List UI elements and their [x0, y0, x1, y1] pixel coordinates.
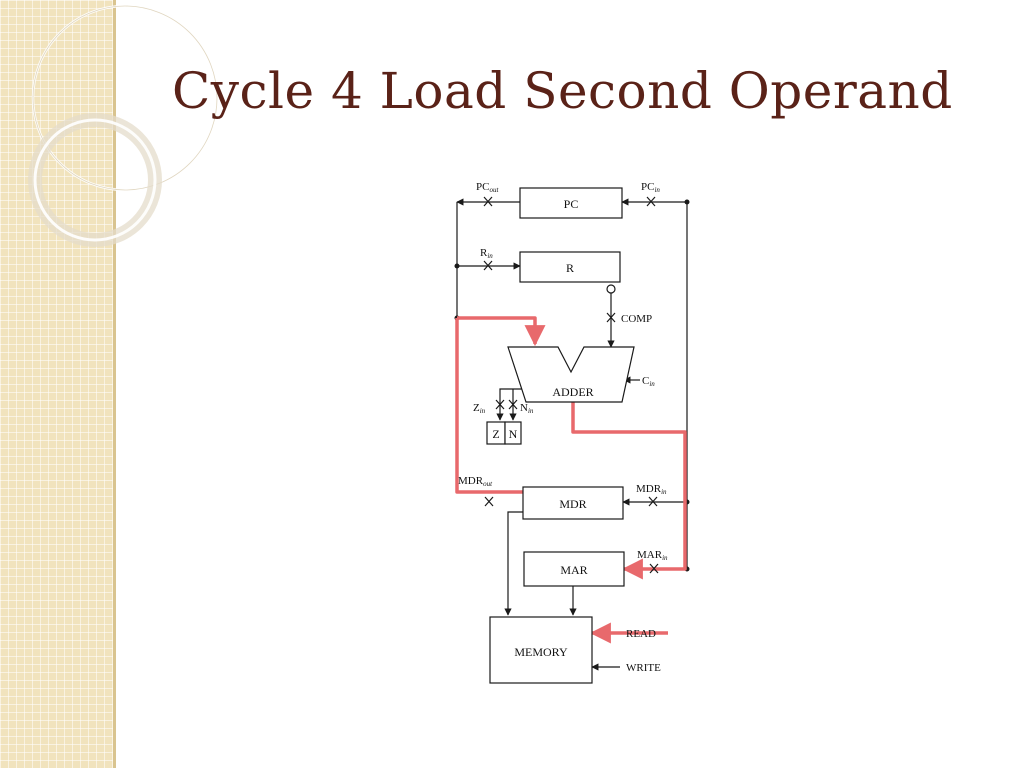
- adder-unit: [507, 346, 635, 403]
- decorative-circles: [28, 4, 219, 247]
- read-signal: READ: [626, 628, 656, 640]
- comp-signal: COMP: [621, 313, 652, 325]
- memory-label: MEMORY: [514, 645, 568, 659]
- z-in-signal: Zin: [473, 402, 486, 415]
- r-in-signal: Rin: [480, 247, 493, 260]
- pc-in-signal: PCin: [641, 181, 660, 194]
- mdr-label: MDR: [559, 497, 586, 511]
- n-in-signal: Nin: [520, 402, 534, 415]
- switch-crosses: [483, 196, 659, 574]
- pc-out-signal: PCout: [476, 181, 499, 194]
- datapath-diagram: PC R ADDER Z N MDR MAR MEMORY PCout PCin…: [454, 181, 690, 684]
- highlighted-path: [455, 316, 687, 644]
- mar-in-signal: MARin: [637, 549, 668, 562]
- c-in-signal: Cin: [642, 375, 655, 388]
- n-label: N: [509, 427, 518, 441]
- comp-bubble: [606, 284, 616, 294]
- pc-register: [519, 187, 623, 219]
- write-signal: WRITE: [626, 662, 661, 674]
- mdr-out-signal: MDRout: [458, 475, 493, 488]
- mdr-in-signal: MDRin: [636, 483, 667, 496]
- slide-title: Cycle 4 Load Second Operand: [172, 62, 953, 120]
- n-flag: [504, 421, 522, 445]
- adder-label: ADDER: [552, 385, 593, 399]
- mar-label: MAR: [560, 563, 587, 577]
- r-register: [519, 251, 621, 283]
- memory-unit: [489, 616, 593, 684]
- z-label: Z: [492, 427, 499, 441]
- sidebar-edge: [113, 0, 116, 768]
- pc-label: PC: [564, 197, 579, 211]
- r-label: R: [566, 261, 574, 275]
- mdr-register: [522, 486, 624, 520]
- mar-register: [523, 551, 625, 587]
